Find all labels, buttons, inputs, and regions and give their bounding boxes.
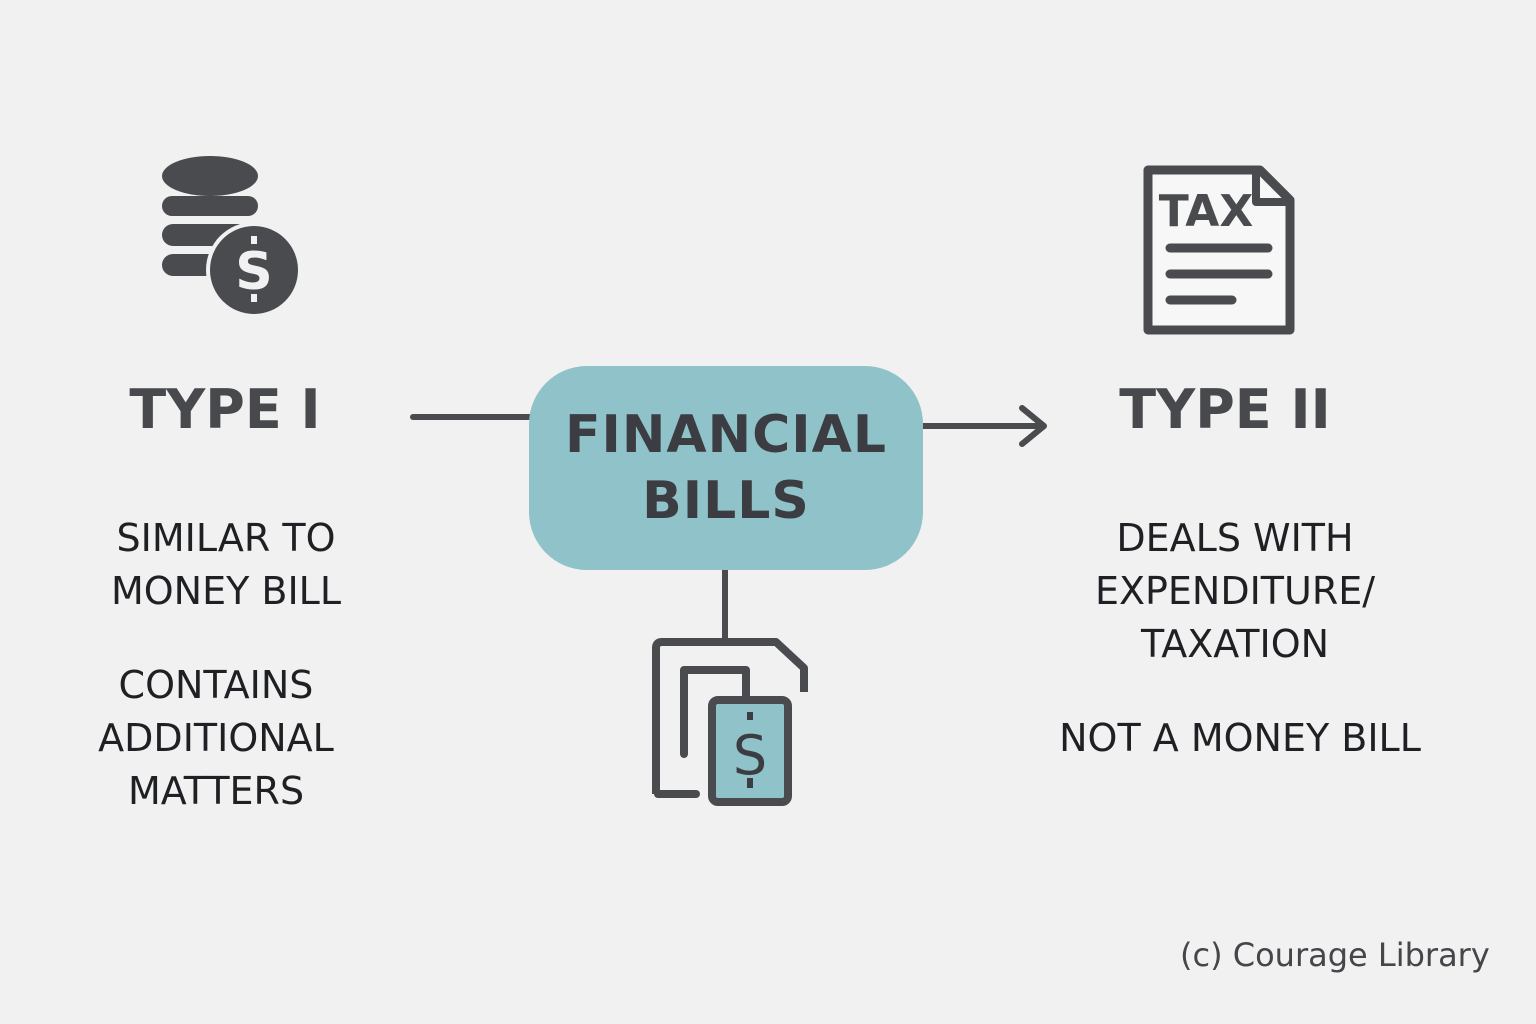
center-node-line: FINANCIAL [564,405,888,465]
description-line: CONTAINS [118,663,314,707]
description-line: ADDITIONAL [98,716,334,760]
type-one-description-similar: SIMILAR TO MONEY BILL [76,512,376,618]
type-one-description-contains: CONTAINS ADDITIONAL MATTERS [66,659,366,818]
tax-document-icon: TAX [1143,165,1295,335]
right-arrowhead [1019,405,1047,447]
description-line: EXPENDITURE/ [1094,569,1376,613]
svg-text:S: S [235,242,272,302]
type-two-heading: TYPE II [1119,378,1331,441]
description-line: MONEY BILL [110,569,342,613]
copyright-credit: (c) Courage Library [1180,936,1490,974]
description-line: DEALS WITH [1116,516,1354,560]
description-line: TAXATION [1140,622,1330,666]
tax-label: TAX [1159,186,1254,237]
description-line: SIMILAR TO [116,516,336,560]
bill-documents-dollar-icon: S [652,638,808,806]
financial-bills-node: FINANCIAL BILLS [529,366,923,570]
svg-text:S: S [733,724,767,787]
type-two-description-not-money-bill: NOT A MONEY BILL [1040,712,1440,765]
description-line: MATTERS [127,769,305,813]
center-node-line: BILLS [642,471,810,531]
description-line: NOT A MONEY BILL [1059,716,1421,760]
type-one-heading: TYPE I [129,378,321,441]
type-two-description-deals: DEALS WITH EXPENDITURE/ TAXATION [1060,512,1410,671]
coins-dollar-icon: S [162,156,302,318]
